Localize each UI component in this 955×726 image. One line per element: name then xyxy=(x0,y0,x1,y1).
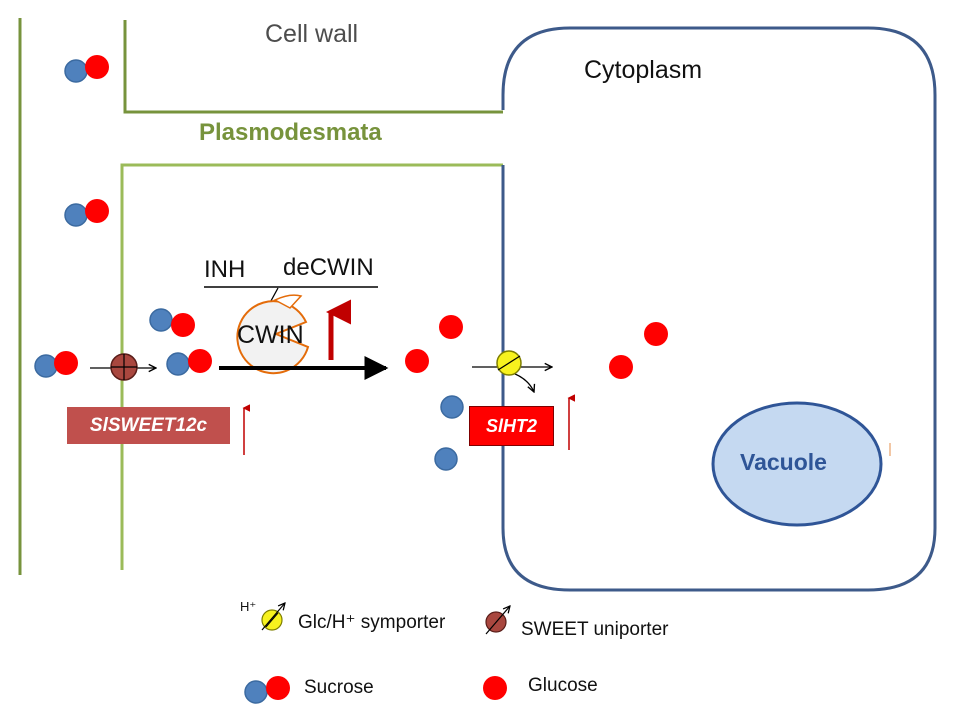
vacuole-label: Vacuole xyxy=(740,449,827,475)
legend-sucrose-label: Sucrose xyxy=(304,677,374,698)
glucose-molecule xyxy=(405,349,429,373)
legend-h-plus: H⁺ xyxy=(240,599,257,614)
plasmodesmata-label: Plasmodesmata xyxy=(199,119,382,146)
fructose-molecule xyxy=(440,395,464,419)
glucose-molecule xyxy=(609,355,633,379)
legend-sucrose-icon xyxy=(244,676,290,704)
cell-wall-upper xyxy=(123,20,503,114)
sucrose-molecule xyxy=(64,199,109,227)
sucrose-molecule xyxy=(64,55,109,83)
ht2-gene-box: SlHT2 xyxy=(469,406,554,446)
glucose-molecule xyxy=(644,322,668,346)
sucrose-molecule xyxy=(149,308,195,337)
cytoplasm-label: Cytoplasm xyxy=(584,56,703,84)
sucrose-molecule xyxy=(166,349,212,376)
legend-uniporter-icon xyxy=(485,606,510,635)
sucrose-molecule xyxy=(34,351,78,378)
cwin-label: CWIN xyxy=(237,321,304,349)
inhibitor-label: INH xyxy=(204,256,246,283)
legend-symporter-icon xyxy=(261,603,285,631)
legend-glucose-icon xyxy=(483,676,507,700)
vacuole xyxy=(711,401,883,527)
sweet-uniporter-icon xyxy=(110,353,138,381)
cell-membrane xyxy=(501,26,937,592)
cwin-enzyme-notch xyxy=(273,294,303,309)
glc-h-symporter-icon xyxy=(496,350,522,376)
sweet-gene-box: SlSWEET12c xyxy=(67,407,230,444)
legend-uniporter-label: SWEET uniporter xyxy=(521,619,669,640)
legend-glucose-label: Glucose xyxy=(528,675,598,696)
proton-arrow xyxy=(509,371,534,392)
glucose-molecule xyxy=(439,315,463,339)
fructose-molecule xyxy=(434,447,458,471)
decwin-label: deCWIN xyxy=(283,254,374,281)
legend-symporter-label: Glc/H⁺ symporter xyxy=(298,612,446,633)
cell-wall-label: Cell wall xyxy=(265,20,359,48)
